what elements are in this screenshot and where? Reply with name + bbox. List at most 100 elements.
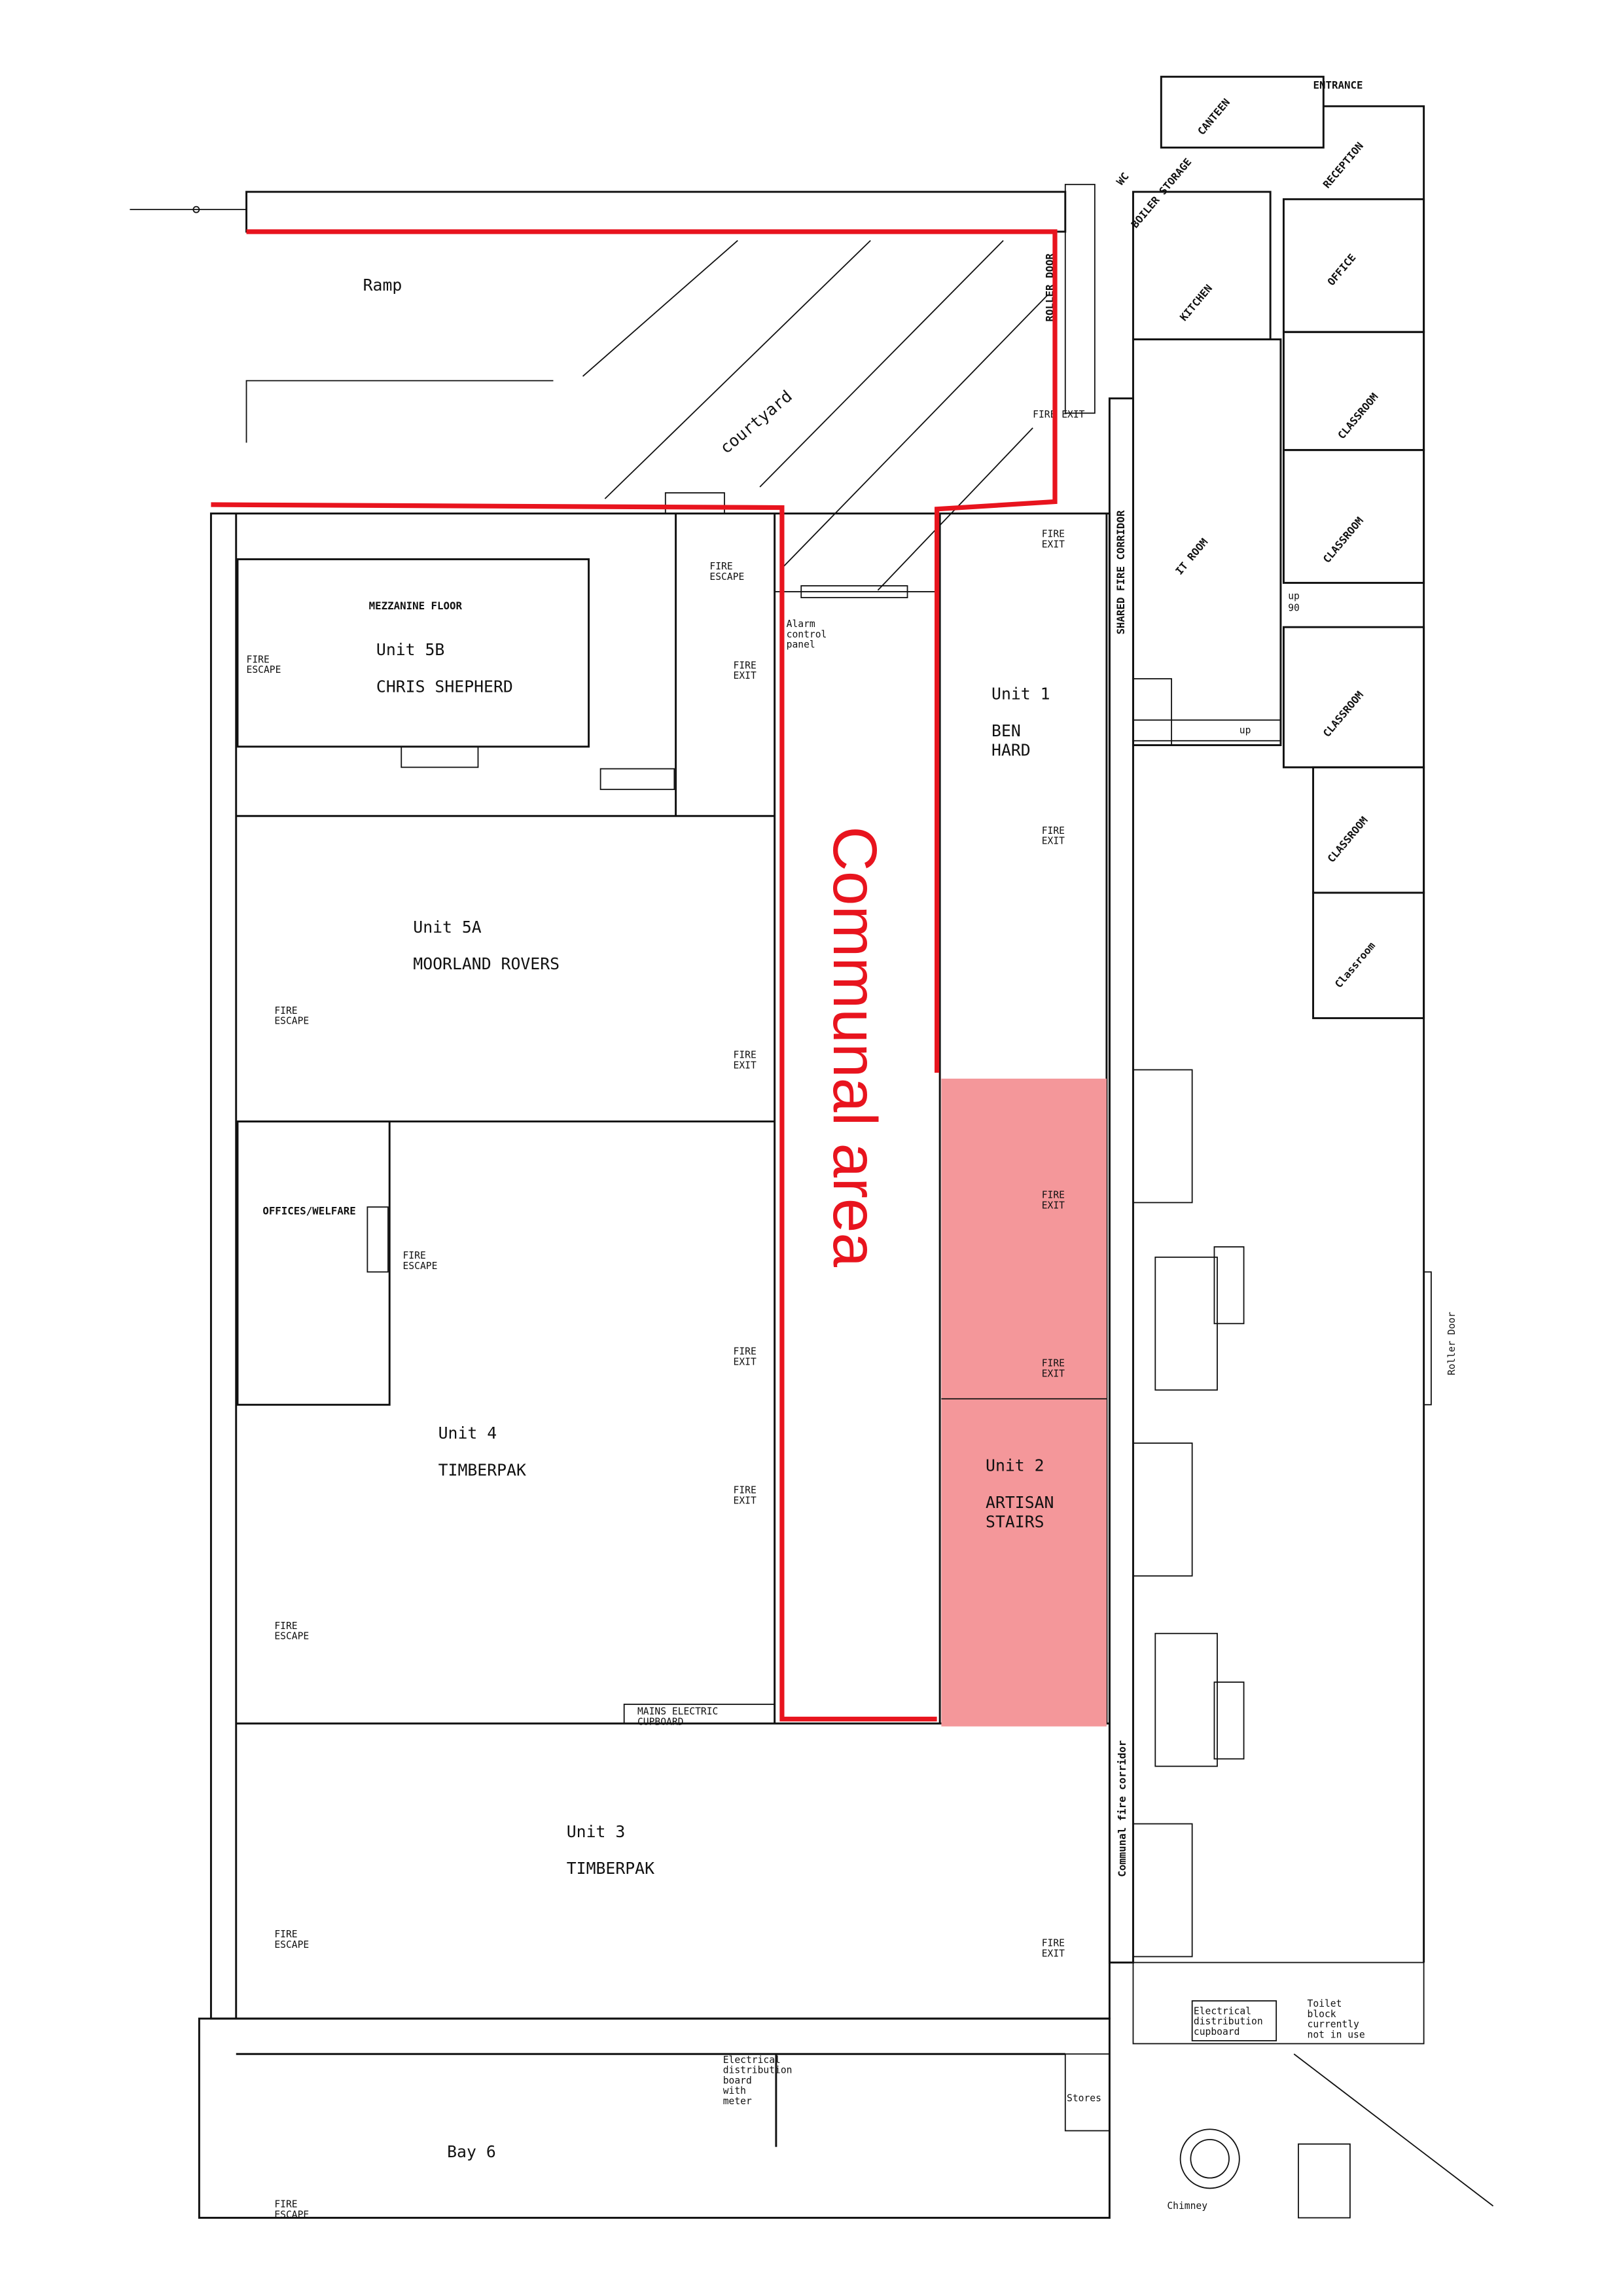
svg-text:Bay 6: Bay 6 [447,2142,496,2161]
svg-text:not in use: not in use [1308,2029,1365,2040]
unit-2: Unit 2 ARTISAN STAIRS [986,1456,1054,1532]
svg-text:FIRE: FIRE [274,1929,297,1940]
alarm-panel-label: Alarm control panel [787,619,827,651]
svg-text:ARTISAN: ARTISAN [986,1493,1054,1512]
svg-text:CHRIS SHEPHERD: CHRIS SHEPHERD [376,677,513,696]
svg-text:EXIT: EXIT [734,1356,757,1367]
svg-text:Stores: Stores [1067,2092,1101,2104]
svg-text:EXIT: EXIT [734,1495,757,1506]
svg-text:FIRE: FIRE [403,1250,426,1261]
svg-text:EXIT: EXIT [1042,836,1065,847]
svg-text:FIRE: FIRE [734,1346,757,1357]
svg-text:FIRE: FIRE [274,1005,297,1016]
svg-text:MOORLAND ROVERS: MOORLAND ROVERS [413,954,560,973]
svg-text:FIRE: FIRE [274,1621,297,1632]
svg-text:EXIT: EXIT [1042,1368,1065,1379]
right-wing: SHARED FIRE CORRIDOR Communal fire corri… [1108,75,1457,1964]
svg-text:SHARED FIRE CORRIDOR: SHARED FIRE CORRIDOR [1115,510,1127,634]
unit-5b: MEZZANINE FLOOR Unit 5B CHRIS SHEPHERD [236,558,675,791]
unit-2-highlight [941,1079,1107,1727]
svg-text:HARD: HARD [991,740,1031,759]
svg-text:distribution: distribution [1194,2016,1263,2027]
svg-text:Unit 3: Unit 3 [567,1822,626,1841]
svg-text:EXIT: EXIT [1042,1200,1065,1211]
svg-text:ENTRANCE: ENTRANCE [1313,79,1363,91]
svg-text:FIRE: FIRE [1042,825,1065,836]
communal-outline-left [211,502,937,1722]
svg-text:TIMBERPAK: TIMBERPAK [438,1460,526,1479]
svg-text:FIRE: FIRE [247,654,270,665]
svg-text:CLASSROOM: CLASSROOM [1321,514,1366,565]
svg-text:ESCAPE: ESCAPE [274,1631,309,1642]
svg-text:STAIRS: STAIRS [986,1512,1044,1531]
svg-text:BOILER STORAGE: BOILER STORAGE [1128,156,1194,230]
courtyard: courtyard ROLLER DOOR FIRE EXIT [245,183,1096,591]
svg-text:EXIT: EXIT [1042,539,1065,550]
svg-text:Unit 4: Unit 4 [438,1424,497,1443]
svg-text:ESCAPE: ESCAPE [247,664,281,675]
svg-text:meter: meter [723,2096,752,2107]
unit-4: OFFICES/WELFARE Unit 4 TIMBERPAK MAINS E… [236,1120,776,1728]
communal-area-label: Communal area [820,827,889,1268]
svg-text:CANTEEN: CANTEEN [1195,96,1232,137]
svg-text:up: up [1240,725,1251,736]
svg-text:currently: currently [1308,2019,1360,2030]
svg-text:Electrical: Electrical [1194,2005,1251,2017]
svg-text:EXIT: EXIT [734,670,757,681]
svg-text:FIRE: FIRE [1042,1938,1065,1949]
svg-text:distribution: distribution [723,2065,793,2076]
svg-text:panel: panel [787,639,815,651]
svg-text:KITCHEN: KITCHEN [1177,282,1215,323]
svg-text:FIRE: FIRE [734,1049,757,1060]
svg-text:WC: WC [1114,170,1132,188]
svg-text:CLASSROOM: CLASSROOM [1325,814,1370,865]
svg-text:Toilet: Toilet [1308,1998,1342,2009]
svg-text:Unit 5B: Unit 5B [376,640,444,659]
svg-text:control: control [787,629,827,640]
svg-text:TIMBERPAK: TIMBERPAK [567,1859,654,1878]
courtyard-label: courtyard [716,386,796,457]
svg-text:FIRE: FIRE [734,1485,757,1496]
svg-text:MEZZANINE FLOOR: MEZZANINE FLOOR [369,600,463,612]
svg-text:Chimney: Chimney [1167,2200,1207,2212]
svg-text:Communal fire corridor: Communal fire corridor [1116,1740,1128,1877]
svg-text:RECEPTION: RECEPTION [1321,139,1366,190]
svg-text:MAINS ELECTRIC: MAINS ELECTRIC [637,1706,718,1717]
unit-1: Unit 1 BEN HARD [991,685,1050,760]
svg-text:Classroom: Classroom [1332,939,1378,990]
svg-text:Electrical: Electrical [723,2054,781,2066]
svg-text:ESCAPE: ESCAPE [709,571,744,583]
ramp-label: Ramp [363,276,402,295]
svg-text:ESCAPE: ESCAPE [274,1016,309,1027]
svg-text:cupboard: cupboard [1194,2026,1240,2037]
svg-text:Alarm: Alarm [787,619,815,630]
svg-text:FIRE: FIRE [1042,1358,1065,1369]
svg-text:BEN: BEN [991,721,1021,740]
svg-text:ESCAPE: ESCAPE [403,1261,438,1272]
svg-text:up: up [1288,590,1300,601]
ramp: Ramp [130,190,1067,295]
svg-text:OFFICES/WELFARE: OFFICES/WELFARE [262,1204,355,1217]
svg-text:FIRE: FIRE [1042,529,1065,540]
unit-5a: Unit 5A MOORLAND ROVERS [413,918,560,973]
svg-text:FIRE: FIRE [1042,1190,1065,1201]
svg-text:EXIT: EXIT [1042,1948,1065,1959]
communal-outline-top [246,229,1058,1073]
fire-exit-top: FIRE EXIT [1033,409,1085,420]
svg-text:FIRE: FIRE [274,2199,297,2210]
svg-text:with: with [723,2085,746,2096]
svg-text:FIRE: FIRE [709,561,732,572]
svg-text:FIRE: FIRE [734,660,757,671]
svg-text:EXIT: EXIT [734,1060,757,1071]
svg-text:Unit 1: Unit 1 [991,685,1050,704]
svg-text:Unit 2: Unit 2 [986,1456,1044,1475]
svg-text:board: board [723,2075,752,2086]
svg-text:90: 90 [1288,602,1300,613]
svg-text:Roller Door: Roller Door [1446,1312,1457,1375]
svg-text:Unit 5A: Unit 5A [413,918,482,937]
